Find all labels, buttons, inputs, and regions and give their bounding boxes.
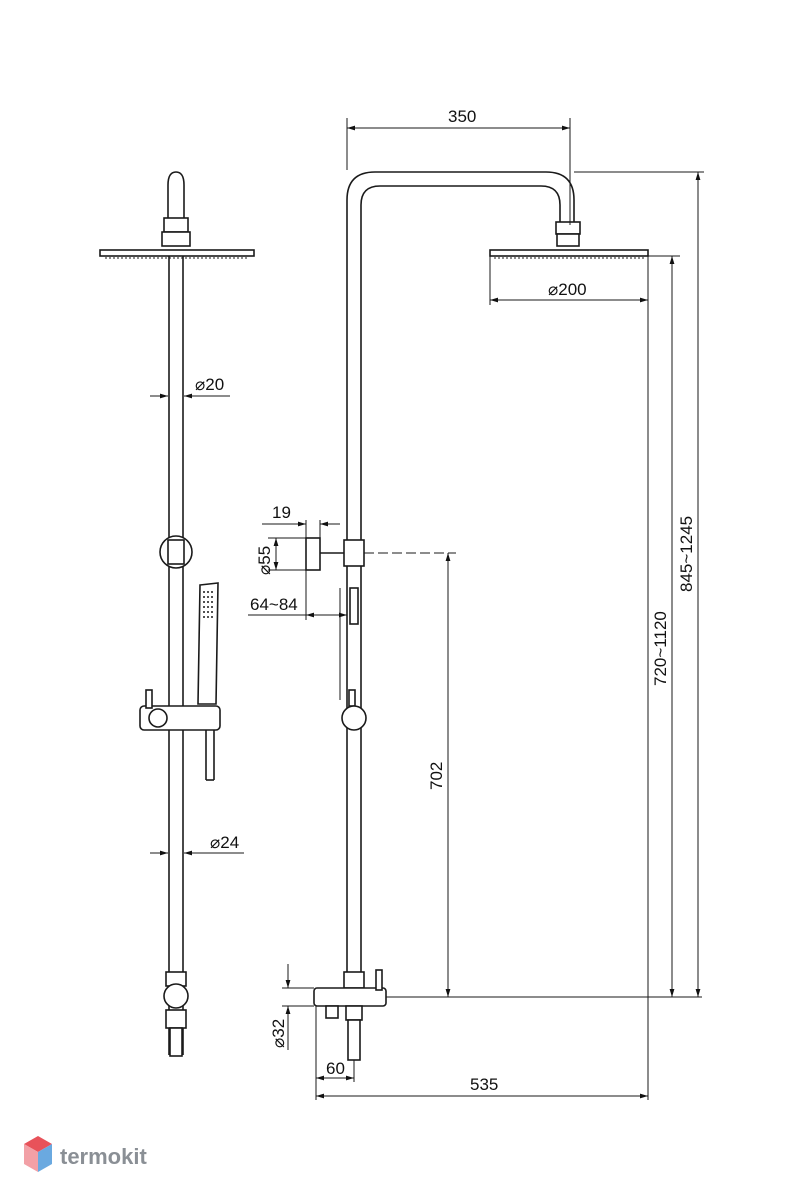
- dim-total-height: 845~1245: [677, 516, 696, 592]
- dim-bracket-height: 702: [427, 762, 446, 790]
- front-view-shower-head: [489, 249, 649, 257]
- front-view-bracket-clamp: [343, 539, 365, 567]
- dim-pipe-diameter-lower: ⌀24: [210, 833, 239, 852]
- front-view-dimensions: 350 ⌀200 19 ⌀55 64~84 702 720~1120: [248, 107, 704, 1100]
- dim-rail-width: 350: [448, 107, 476, 126]
- dim-bracket-diameter: ⌀55: [255, 546, 274, 575]
- hexagon-cube-logo-icon: [24, 1136, 52, 1172]
- side-view-nut-upper: [163, 217, 189, 233]
- dim-wall-offset: 64~84: [250, 595, 298, 614]
- termokit-logo: termokit: [24, 1136, 147, 1172]
- side-view: [99, 171, 255, 1057]
- side-view-diverter: [163, 983, 189, 1009]
- side-view-hand-shower: [197, 582, 219, 705]
- dim-inlet-diameter: ⌀32: [269, 1019, 288, 1048]
- front-view-rail-inner: [360, 185, 561, 540]
- dim-pipe-diameter-upper: ⌀20: [195, 375, 224, 394]
- dim-head-diameter: ⌀200: [548, 280, 587, 299]
- dim-inlet-spacing: 60: [326, 1059, 345, 1078]
- front-view-wall-plate: [305, 537, 321, 571]
- front-view-slider: [341, 705, 367, 731]
- brand-name: termokit: [60, 1144, 147, 1169]
- side-view-dimensions: ⌀20 ⌀24: [150, 375, 244, 856]
- dim-total-width: 535: [470, 1075, 498, 1094]
- dim-bracket-depth: 19: [272, 503, 291, 522]
- front-view-rail-outer: [346, 171, 575, 540]
- side-view-top-arm: [167, 171, 185, 230]
- front-view: [305, 171, 649, 1061]
- side-view-shower-head: [99, 249, 255, 257]
- side-view-nut-lower: [161, 231, 191, 247]
- dim-head-height: 720~1120: [651, 611, 670, 686]
- side-view-hose: [205, 730, 215, 780]
